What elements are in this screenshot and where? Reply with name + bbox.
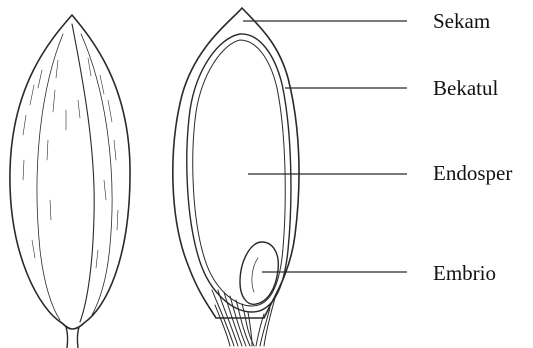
husk-ridge-right (81, 34, 112, 315)
label-bekatul: Bekatul (433, 78, 498, 99)
grain-husk-outline (10, 15, 130, 329)
embryo-inner (252, 258, 258, 292)
label-embrio: Embrio (433, 263, 496, 284)
whole-grain-exterior (10, 15, 130, 348)
husk-center-ridge (72, 24, 94, 322)
label-endosper: Endosper (433, 163, 512, 184)
grain-cross-section (173, 8, 299, 346)
husk-ridge-left (37, 34, 63, 320)
bran-layer-outline (187, 34, 291, 312)
label-sekam: Sekam (433, 11, 490, 32)
endosperm-outline (193, 40, 285, 306)
embryo (240, 242, 278, 304)
leader-lines (243, 21, 407, 272)
grain-stalk (66, 327, 79, 348)
